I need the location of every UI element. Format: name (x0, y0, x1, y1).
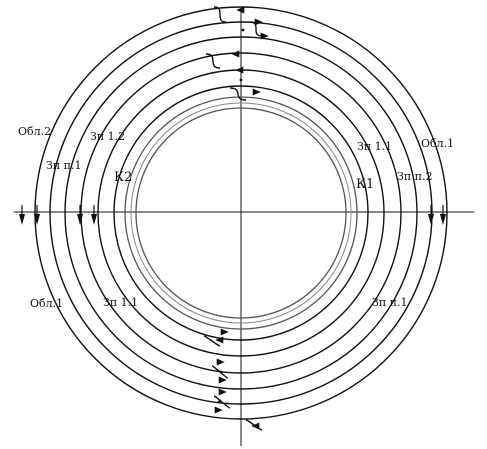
core-ring-outer (124, 96, 358, 330)
terminal-arrow (91, 214, 97, 225)
label-k1: К1 (356, 177, 374, 192)
winding-arrows (214, 6, 269, 430)
label-zp12: Зп 1.2 (90, 130, 125, 143)
winding-circle (64, 36, 418, 390)
arrow-head (214, 406, 223, 414)
label-zpp1-bottom-right: Зп п.1 (372, 296, 408, 309)
winding-circle (49, 21, 433, 405)
side-terminals (19, 205, 446, 225)
winding-circle (80, 52, 402, 374)
arrow-head (251, 422, 260, 430)
terminal-arrow (19, 214, 25, 225)
winding-jog (203, 335, 221, 347)
winding-circles (34, 6, 448, 420)
winding-jog (213, 6, 227, 23)
terminal-arrow (428, 214, 434, 225)
connection-dot (241, 28, 245, 32)
arrow-head (254, 18, 263, 26)
arrow-head (218, 376, 227, 384)
core-ring-middle (130, 102, 352, 324)
arrow-head (220, 328, 229, 336)
arrow-head (235, 66, 244, 74)
connection-dot (239, 78, 243, 82)
winding-circle (113, 85, 369, 341)
connection-dot (219, 370, 223, 374)
winding-circle (34, 6, 448, 420)
label-obl1-top-right: Обл.1 (421, 137, 454, 150)
winding-jog (205, 53, 221, 69)
arrow-head (236, 6, 245, 14)
terminal-arrow (77, 214, 83, 225)
arrow-head (216, 358, 225, 366)
label-zp11-bottom: Зп 1.1 (103, 296, 138, 309)
terminal-arrow (440, 214, 446, 225)
label-obl1-bottom-left: Обл.1 (30, 297, 63, 310)
arrow-head (231, 50, 240, 58)
arrow-head (260, 32, 269, 40)
core-ring-inner (135, 107, 347, 319)
arrow-head (215, 336, 224, 344)
winding-jog (213, 395, 231, 409)
arrow-head (218, 388, 227, 396)
winding-jog (229, 87, 247, 101)
label-zpp1-left: Зп п.1 (46, 159, 82, 172)
winding-jog (249, 21, 263, 37)
label-zpp2-right: Зп п.2 (397, 170, 433, 183)
label-k2: К2 (114, 170, 132, 185)
arrow-head (252, 88, 261, 96)
label-obl2-top-left: Обл.2 (18, 125, 51, 138)
terminal-arrow (34, 214, 40, 225)
connection-dot (217, 400, 221, 404)
label-zp11-top: Зп 1.1 (357, 140, 392, 153)
